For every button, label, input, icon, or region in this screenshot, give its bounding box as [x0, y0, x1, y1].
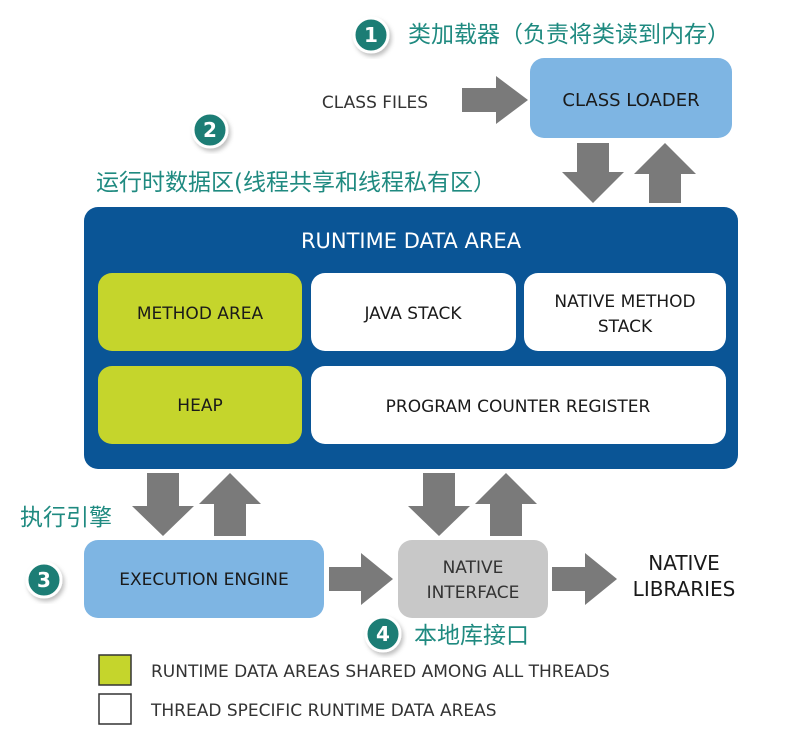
class-loader-box: [530, 58, 732, 138]
annotation-class-loader: 1 类加载器（负责将类读到内存）: [352, 16, 730, 54]
annotation-4-text: 本地库接口: [414, 623, 529, 649]
arrow-down-icon: [408, 473, 470, 536]
legend-shared-swatch: [98, 654, 132, 686]
legend: RUNTIME DATA AREAS SHARED AMONG ALL THRE…: [98, 654, 610, 725]
badge-2-number: 2: [203, 118, 217, 142]
arrow-up-icon: [199, 473, 261, 536]
legend-thread-swatch: [98, 693, 132, 725]
legend-thread-label: THREAD SPECIFIC RUNTIME DATA AREAS: [150, 701, 497, 721]
native-method-stack-box: [524, 273, 726, 351]
native-method-stack-label-line2: STACK: [598, 317, 653, 337]
pc-register-box: [311, 366, 726, 444]
annotation-3-text: 执行引擎: [20, 505, 112, 531]
badge-1-icon: [352, 16, 390, 54]
badge-3-number: 3: [37, 568, 51, 592]
arrow-right-icon: [462, 76, 528, 124]
native-method-stack-label-line1: NATIVE METHOD: [554, 292, 695, 312]
java-stack-box: [311, 273, 516, 351]
annotation-native-interface: 4 本地库接口: [364, 615, 529, 653]
badge-3-icon: [25, 561, 63, 599]
arrow-right-icon: [329, 553, 393, 605]
arrow-up-icon: [634, 143, 696, 203]
native-interface-label-line2: INTERFACE: [427, 583, 520, 603]
badge-4-icon: [364, 615, 402, 653]
arrow-down-icon: [132, 473, 194, 536]
native-libraries-label-line2: LIBRARIES: [633, 577, 736, 601]
badge-2-icon: [191, 111, 229, 149]
java-stack-label: JAVA STACK: [363, 304, 462, 324]
class-files-label: CLASS FILES: [322, 93, 428, 113]
native-interface-label-line1: NATIVE: [443, 558, 504, 578]
native-interface-box: [398, 540, 548, 618]
annotation-runtime: 2 运行时数据区(线程共享和线程私有区）: [96, 111, 496, 196]
native-libraries-label-line1: NATIVE: [648, 551, 720, 575]
annotation-execution-engine: 执行引擎 3: [20, 505, 112, 599]
badge-1-number: 1: [364, 23, 378, 47]
heap-label: HEAP: [177, 396, 222, 416]
heap-box: [98, 366, 302, 444]
method-area-box: [98, 273, 302, 351]
method-area-label: METHOD AREA: [137, 304, 264, 324]
legend-shared-label: RUNTIME DATA AREAS SHARED AMONG ALL THRE…: [151, 662, 610, 682]
annotation-1-text: 类加载器（负责将类读到内存）: [408, 22, 730, 48]
pc-register-label: PROGRAM COUNTER REGISTER: [386, 397, 651, 417]
execution-engine-label: EXECUTION ENGINE: [119, 570, 288, 590]
arrow-up-icon: [475, 473, 537, 536]
arrow-down-icon: [562, 143, 624, 203]
arrow-right-icon: [552, 553, 617, 605]
annotation-2-text: 运行时数据区(线程共享和线程私有区）: [96, 170, 496, 196]
badge-4-number: 4: [376, 622, 390, 646]
class-loader-label: CLASS LOADER: [562, 90, 699, 111]
runtime-data-area-title: RUNTIME DATA AREA: [301, 229, 522, 253]
execution-engine-box: [84, 540, 324, 618]
